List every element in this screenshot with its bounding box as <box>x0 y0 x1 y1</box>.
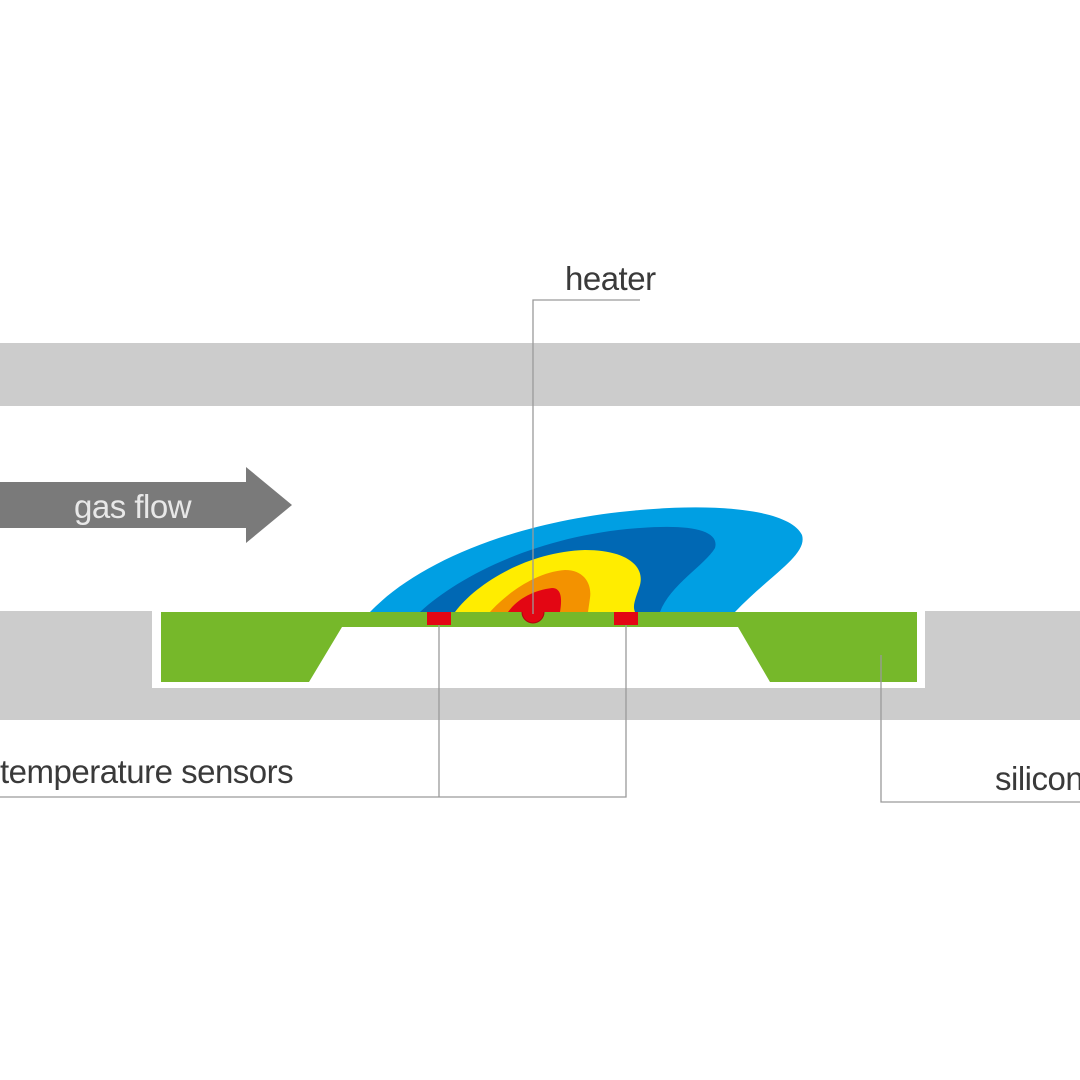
bottom-channel-wall <box>0 611 1080 720</box>
temperature-field <box>370 507 803 612</box>
heater-label: heater <box>565 260 656 297</box>
top-channel-wall <box>0 343 1080 406</box>
heater-element <box>522 612 544 623</box>
heater-leader-line <box>532 299 640 614</box>
silicon-leader-line <box>880 655 1080 803</box>
contour-level-5 <box>508 588 562 612</box>
gas-flow-label: gas flow <box>74 488 192 525</box>
leader-lines <box>0 299 1080 803</box>
temperature-sensors-label: temperature sensors <box>0 753 293 790</box>
silicon-label: silicon <box>995 760 1080 797</box>
gas-flow-arrow-icon <box>0 467 292 543</box>
temperature-sensor-downstream <box>614 612 638 625</box>
heater-element-outline <box>521 611 545 624</box>
temperature-sensor-upstream <box>427 612 451 625</box>
sensors-leader-line <box>0 625 627 798</box>
